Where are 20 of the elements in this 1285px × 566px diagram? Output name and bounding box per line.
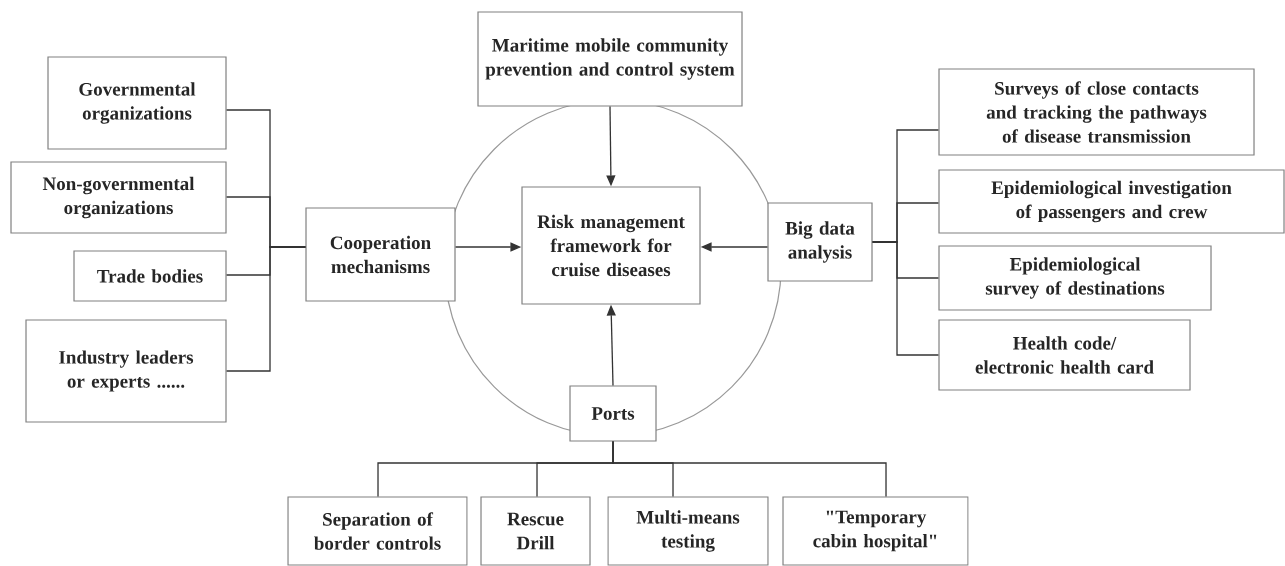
text-box: Health code/ electronic health card: [938, 319, 1191, 391]
connector-line: [225, 246, 307, 372]
text-box: Maritime mobile community prevention and control system: [477, 11, 743, 107]
text-box: Rescue Drill: [480, 496, 591, 566]
text-box: Epidemiological survey of destinations: [938, 245, 1212, 311]
text-box: Separation of border controls: [287, 496, 468, 566]
text-box: Trade bodies: [73, 250, 227, 302]
text-box: Risk management framework for cruise diseases: [521, 186, 701, 305]
text-box: Cooperation mechanisms: [305, 207, 456, 302]
text-box: Big data analysis: [767, 202, 873, 282]
text-box: Governmental organizations: [47, 56, 227, 150]
text-box: Ports: [569, 385, 657, 442]
text-box: Surveys of close contacts and tracking the pathways of disease transmission: [938, 68, 1255, 156]
connector-line: [612, 440, 887, 498]
text-box: Industry leaders or experts ......: [25, 319, 227, 423]
text-box: "Temporary cabin hospital": [782, 496, 969, 566]
connector-line: [871, 241, 940, 356]
text-box: Non-governmental organizations: [10, 161, 227, 234]
text-box: Multi-means testing: [607, 496, 769, 566]
text-box: Epidemiological investigation of passengers and crew: [938, 169, 1285, 234]
